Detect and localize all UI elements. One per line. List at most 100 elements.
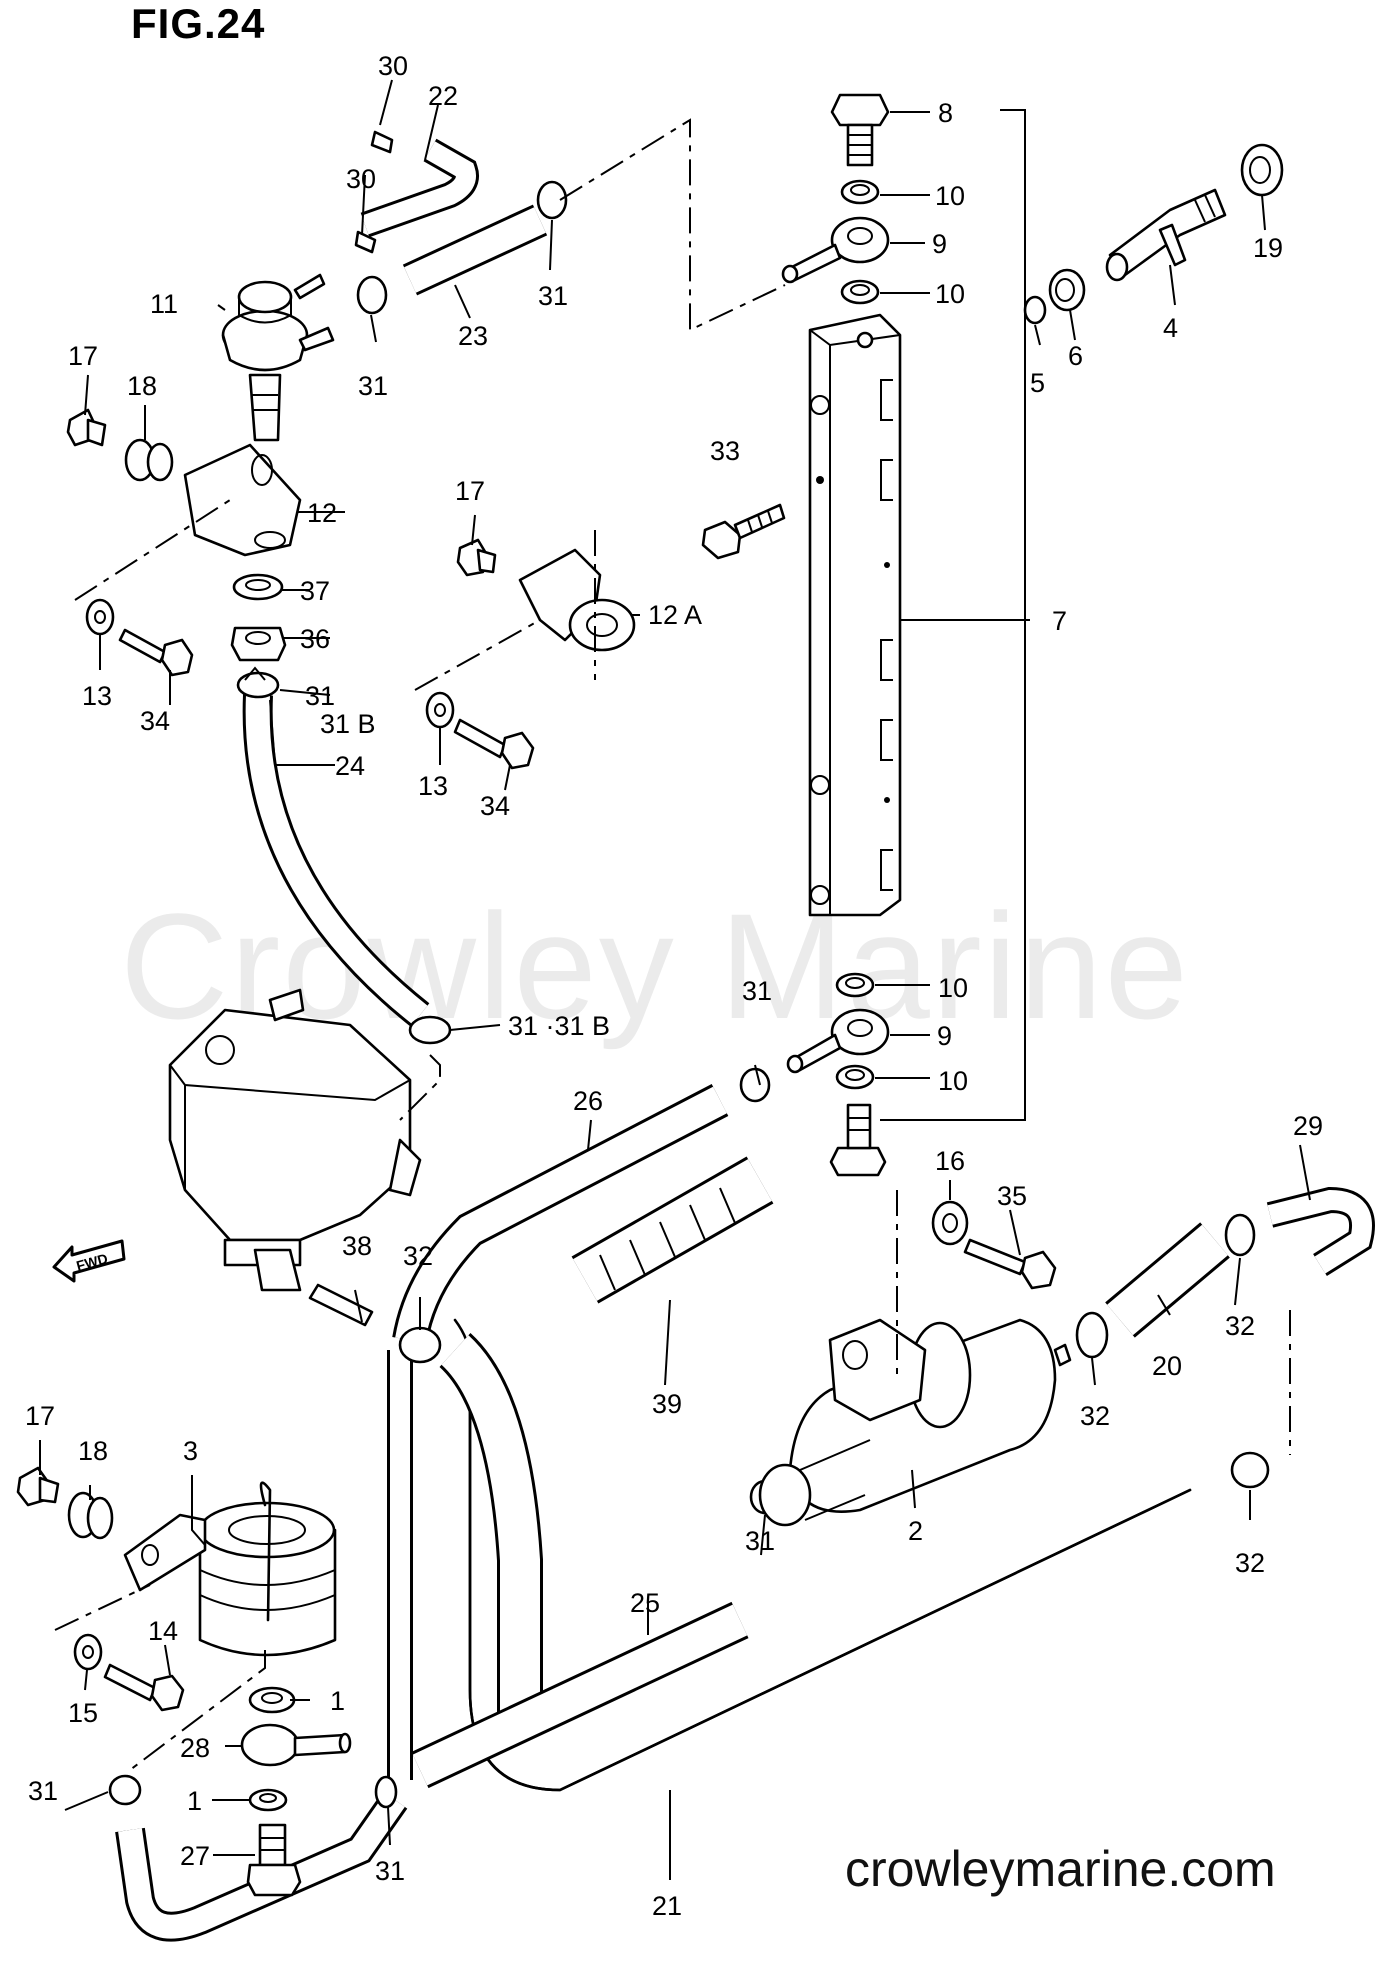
hose-bottom-left (115, 1791, 408, 1942)
callout: 17 (68, 341, 98, 371)
callout: 19 (1253, 233, 1283, 263)
callout: 16 (935, 1146, 965, 1176)
injector-4 (1105, 188, 1227, 282)
callout: 31 B (320, 709, 376, 739)
grommet-18 (124, 438, 174, 482)
callout: 32 (403, 1241, 433, 1271)
callout: 38 (342, 1231, 372, 1261)
fwd-arrow-badge: FWD (52, 1237, 127, 1292)
bolt-17 (66, 408, 107, 447)
callout: 31 ·31 B (508, 1011, 610, 1041)
callout-numbers: 30 22 30 31 23 31 11 17 18 12 37 36 13 3… (25, 51, 1323, 1921)
hose-21-upper (438, 1332, 543, 1720)
hose-26 (392, 1084, 729, 1344)
website-url: crowleymarine.com (845, 1841, 1276, 1897)
washer-15 (73, 1633, 103, 1671)
callout: 33 (710, 436, 740, 466)
callout: 12 (307, 498, 337, 528)
callout: 29 (1293, 1111, 1323, 1141)
callout: 12 A (648, 600, 702, 630)
callout: 8 (938, 98, 953, 128)
callout: 31 (28, 1776, 58, 1806)
bolt-17-low (16, 1466, 60, 1507)
fitting-8 (830, 93, 890, 167)
callout: 32 (1225, 1311, 1255, 1341)
vapor-tank (168, 988, 422, 1292)
callout: 9 (937, 1021, 952, 1051)
callout: 31 (358, 371, 388, 401)
hose-20 (1105, 1222, 1230, 1338)
fuel-rail-7 (808, 313, 902, 917)
callout: 23 (458, 321, 488, 351)
bolt-34-mid (453, 718, 535, 770)
washer-10 (835, 179, 880, 1090)
hose-22 (360, 138, 479, 238)
nut-36 (230, 626, 287, 662)
callout: 5 (1030, 368, 1045, 398)
callout: 31 (538, 281, 568, 311)
callout: 2 (908, 1516, 923, 1546)
leader-lines (39, 79, 1311, 1880)
hose-25 (411, 1601, 749, 1789)
washer-13 (85, 598, 115, 636)
fuel-pump-2 (758, 1318, 1072, 1527)
cap-19 (1240, 143, 1284, 197)
clamp-32 (398, 1213, 1270, 1489)
callout: 31 (375, 1856, 405, 1886)
callout: 31 (305, 681, 335, 711)
figure-title: FIG.24 (131, 0, 266, 47)
callout: 11 (150, 289, 178, 319)
callout: 36 (300, 624, 330, 654)
clip-12A (518, 548, 636, 652)
callout: 7 (1052, 606, 1067, 636)
fitting-bottom (829, 1103, 887, 1177)
washer-37 (232, 573, 284, 601)
fwd-label: FWD (74, 1250, 109, 1274)
banjo-28 (240, 1723, 352, 1767)
callout: 27 (180, 1841, 210, 1871)
callout: 32 (1080, 1401, 1110, 1431)
bracket-12 (183, 443, 302, 557)
bolt-35 (963, 1238, 1057, 1290)
callout: 18 (127, 371, 157, 401)
callout: 30 (378, 51, 408, 81)
callout: 1 (330, 1686, 345, 1716)
callout: 13 (82, 681, 112, 711)
bolt-14 (103, 1663, 185, 1712)
callout: 31 (745, 1526, 775, 1556)
callout: 18 (78, 1436, 108, 1466)
bolt-27 (246, 1823, 302, 1897)
bolt-17-mid (456, 538, 497, 577)
callout: 14 (148, 1616, 178, 1646)
callout: 20 (1152, 1351, 1182, 1381)
callout: 9 (932, 229, 947, 259)
grommet-6 (1048, 268, 1086, 312)
washer-16 (931, 1200, 969, 1246)
washer-1 (248, 1686, 296, 1812)
clamp-31-top (236, 666, 280, 699)
washer-13-mid (425, 691, 455, 729)
banjo-9 (781, 216, 890, 1074)
callout: 4 (1163, 313, 1178, 343)
callout: 13 (418, 771, 448, 801)
hose-39 (571, 1156, 774, 1304)
callout: 15 (68, 1698, 98, 1728)
callout: 31 (742, 976, 772, 1006)
washer-5 (1023, 295, 1047, 325)
callout: 24 (335, 751, 365, 781)
callout: 30 (346, 164, 376, 194)
filter-3 (123, 1481, 337, 1657)
callout: 25 (630, 1588, 660, 1618)
callout: 32 (1235, 1548, 1265, 1578)
hose-24 (242, 694, 430, 1027)
callout: 17 (455, 476, 485, 506)
bolt-34 (118, 628, 194, 677)
callout: 1 (187, 1786, 202, 1816)
callout: 34 (480, 791, 510, 821)
hose-29 (1266, 1186, 1375, 1277)
callout: 10 (935, 279, 965, 309)
callout: 34 (140, 706, 170, 736)
callout: 17 (25, 1401, 55, 1431)
callout: 10 (938, 973, 968, 1003)
callout: 21 (652, 1891, 682, 1921)
